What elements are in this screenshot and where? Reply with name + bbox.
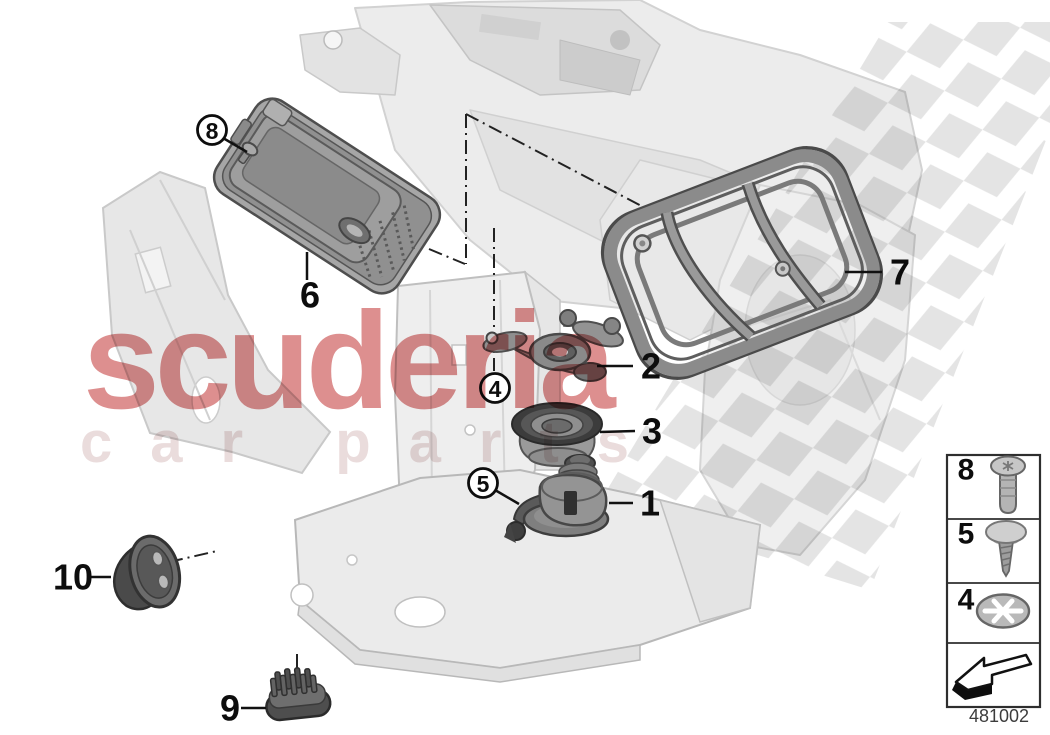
expanding-rivet-icon <box>985 520 1027 578</box>
part-9-cable-grommet <box>265 667 332 722</box>
part-2-bracket <box>482 309 624 382</box>
watermark-line1: scuderia <box>83 284 617 438</box>
torx-screw-icon <box>990 455 1026 515</box>
drawing-number: 481002 <box>969 706 1029 726</box>
callout-circle-4 <box>479 372 511 404</box>
callout-10: 10 <box>53 557 93 598</box>
part-7-sealing-frame <box>600 146 884 380</box>
callout-1: 1 <box>640 483 660 524</box>
callout-circle-8 <box>196 114 228 146</box>
callout-7: 7 <box>890 252 910 293</box>
star-lock-washer-icon <box>975 593 1031 629</box>
legend-number-4: 4 <box>958 584 975 617</box>
callout-6: 6 <box>300 275 320 316</box>
leader-lines <box>89 136 882 710</box>
callout-4: 4 <box>489 376 502 402</box>
legend-number-5: 5 <box>958 518 975 551</box>
part-1-drain-valve <box>504 454 610 543</box>
callout-5: 5 <box>477 471 490 497</box>
part-10-blind-plug <box>112 534 182 611</box>
callout-2: 2 <box>641 346 661 387</box>
direction-arrow-icon <box>952 653 1033 700</box>
callout-9: 9 <box>220 688 240 729</box>
watermark-line2: car parts <box>80 410 667 475</box>
callout-3: 3 <box>642 411 662 452</box>
legend-number-8: 8 <box>958 454 975 487</box>
faded-left-pillar <box>101 170 332 475</box>
callout-8: 8 <box>206 118 219 144</box>
fastener-legend: 8 5 4 <box>945 454 1042 709</box>
faded-mounting-bracket <box>290 270 762 683</box>
callout-labels: 1 2 3 6 7 9 10 4 5 8 <box>53 114 910 729</box>
watermark: scuderia car parts <box>80 284 667 475</box>
part-6-filter-cover <box>212 97 442 295</box>
callout-circle-5 <box>467 467 499 499</box>
